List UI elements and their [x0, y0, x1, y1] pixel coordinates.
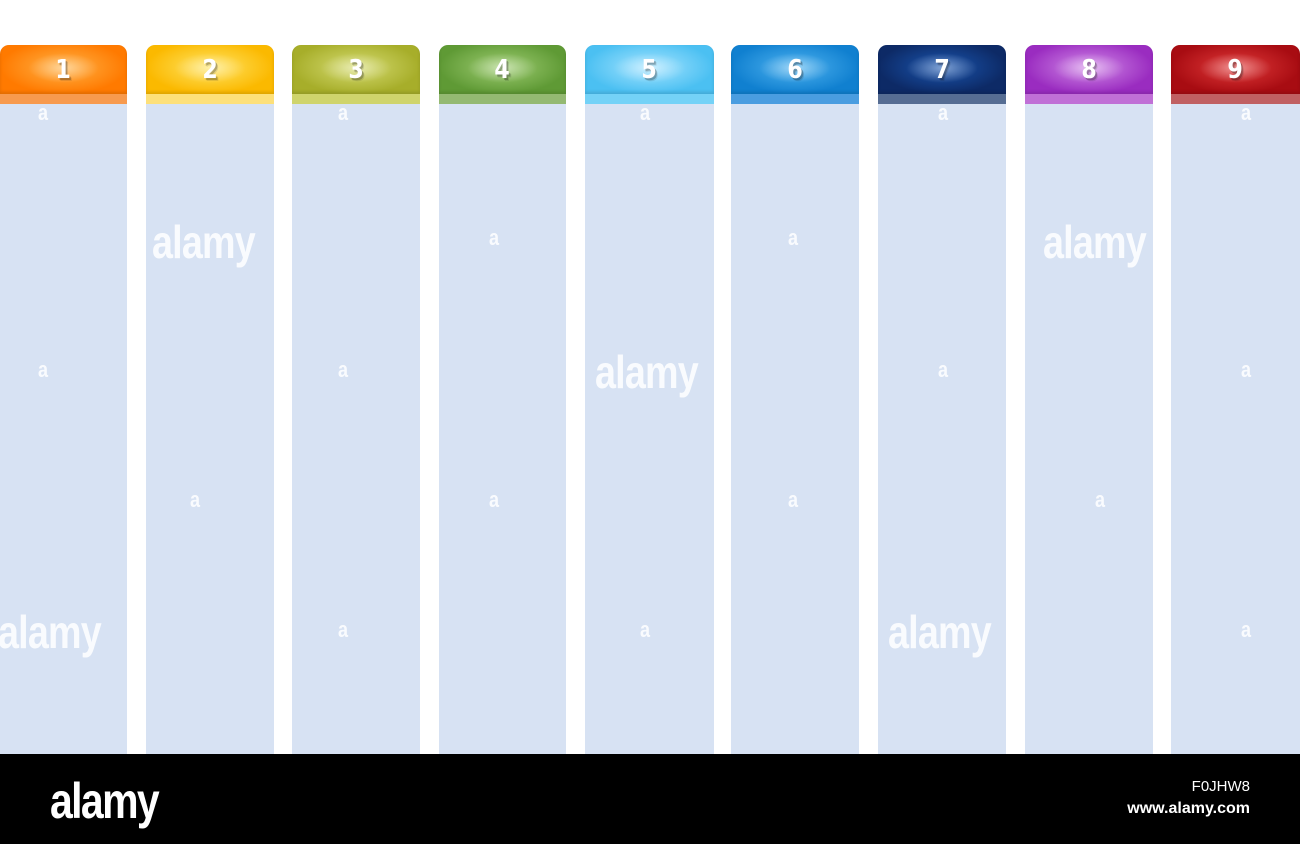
alamy-logo: alamy — [50, 773, 160, 829]
watermark-text: a — [640, 100, 650, 125]
column-header-tab: 3 — [292, 45, 420, 94]
column-7: 7 — [878, 45, 1006, 754]
column-number-label: 4 — [494, 54, 511, 85]
column-header-tab: 5 — [585, 45, 714, 94]
tab-lip — [1171, 94, 1300, 104]
column-8: 8 — [1025, 45, 1153, 754]
column-body-placeholder — [1171, 104, 1300, 754]
tab-lip — [439, 94, 566, 104]
column-number-label: 5 — [641, 54, 658, 85]
tab-lip — [1025, 94, 1153, 104]
column-header-tab: 8 — [1025, 45, 1153, 94]
watermark-text: a — [489, 487, 499, 512]
watermark-text: a — [338, 357, 348, 382]
column-header-tab: 4 — [439, 45, 566, 94]
column-number-label: 6 — [787, 54, 803, 85]
tab-lip — [731, 94, 859, 104]
column-body-placeholder — [585, 104, 714, 754]
watermark-text: a — [938, 357, 948, 382]
tab-lip — [292, 94, 420, 104]
watermark-text: alamy — [0, 606, 102, 658]
watermark-text: a — [338, 617, 348, 642]
column-header-tab: 6 — [731, 45, 859, 94]
column-number-label: 2 — [202, 54, 218, 85]
column-header-tab: 1 — [0, 45, 127, 94]
column-body-placeholder — [731, 104, 859, 754]
watermark-text: a — [38, 100, 48, 125]
watermark-text: alamy — [1043, 216, 1147, 268]
column-body-placeholder — [878, 104, 1006, 754]
column-3: 3 — [292, 45, 420, 754]
watermark-text: alamy — [595, 346, 699, 398]
watermark-text: a — [1095, 487, 1105, 512]
column-body-placeholder — [439, 104, 566, 754]
site-url: www.alamy.com — [1127, 800, 1250, 817]
watermark-text: a — [1241, 617, 1251, 642]
watermark-text: alamy — [888, 606, 992, 658]
column-body-placeholder — [1025, 104, 1153, 754]
column-body-placeholder — [292, 104, 420, 754]
column-5: 5 — [585, 45, 714, 754]
column-number-label: 3 — [348, 54, 364, 85]
column-number-label: 8 — [1081, 54, 1097, 85]
watermark-text: a — [489, 225, 499, 250]
watermark-text: a — [640, 617, 650, 642]
column-2: 2 — [146, 45, 274, 754]
watermark-text: a — [38, 357, 48, 382]
column-diagram: 1 2 3 4 5 6 7 8 9 a a a a a alamy a a alamy a a alamy a a a a a a a… — [0, 45, 1300, 754]
column-body-placeholder — [0, 104, 127, 754]
watermark-text: alamy — [152, 216, 256, 268]
column-header-tab: 2 — [146, 45, 274, 94]
watermark-text: a — [788, 487, 798, 512]
watermark-text: a — [1241, 357, 1251, 382]
column-number-label: 9 — [1227, 54, 1244, 85]
column-header-tab: 7 — [878, 45, 1006, 94]
tab-lip — [0, 94, 127, 104]
watermark-footer-bar: alamy F0JHW8 www.alamy.com — [0, 754, 1300, 844]
column-9: 9 — [1171, 45, 1300, 754]
watermark-text: a — [788, 225, 798, 250]
tab-lip — [878, 94, 1006, 104]
column-header-tab: 9 — [1171, 45, 1300, 94]
column-number-label: 1 — [55, 54, 72, 85]
column-6: 6 — [731, 45, 859, 754]
watermark-text: a — [1241, 100, 1251, 125]
watermark-text: a — [190, 487, 200, 512]
watermark-text: a — [338, 100, 348, 125]
image-code: F0JHW8 — [1191, 778, 1250, 795]
column-body-placeholder — [146, 104, 274, 754]
column-4: 4 — [439, 45, 566, 754]
watermark-text: a — [938, 100, 948, 125]
tab-lip — [585, 94, 714, 104]
tab-lip — [146, 94, 274, 104]
column-number-label: 7 — [934, 54, 950, 85]
